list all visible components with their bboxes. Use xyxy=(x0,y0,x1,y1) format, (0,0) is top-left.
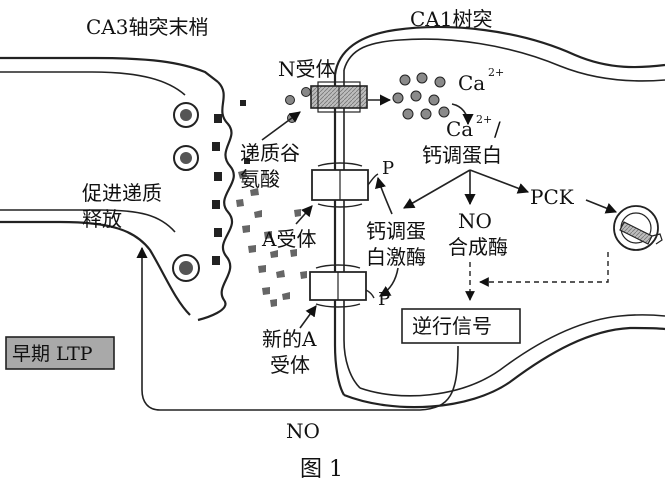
kinase-label-line2: 白激酶 xyxy=(366,245,426,269)
ca-ions-inside xyxy=(392,72,450,120)
kinase-label: 钙调蛋 xyxy=(366,219,426,243)
no-retrograde-label: NO xyxy=(286,419,320,443)
early-ltp-label: 早期 LTP xyxy=(12,343,93,365)
ca-complex-charge: 2+ xyxy=(476,113,492,126)
figure-caption: 图 1 xyxy=(300,457,343,482)
a-receptor xyxy=(311,162,379,208)
phosphate-upper: P xyxy=(382,158,394,179)
new-a-receptor xyxy=(309,264,375,308)
synthase-label: 合成酶 xyxy=(448,235,508,259)
vesicle xyxy=(173,102,199,128)
ca1-dendrite xyxy=(333,25,665,409)
new-a-receptor-label-line2: 受体 xyxy=(270,353,310,377)
promote-release-label-line2: 释放 xyxy=(82,207,122,231)
new-a-receptor-label: 新的A xyxy=(262,327,317,351)
n-receptor xyxy=(310,81,368,113)
a-receptor-label: A受体 xyxy=(261,227,316,251)
early-ltp-box xyxy=(5,336,115,370)
ca3-label: CA3轴突末梢 xyxy=(86,15,208,39)
pck-target-receptor xyxy=(613,205,663,251)
ca-complex-slash: / xyxy=(494,117,501,141)
ca-ion-label: Ca xyxy=(458,71,485,95)
ca-complex-label: Ca xyxy=(446,117,473,141)
retrograde-signal-label: 逆行信号 xyxy=(412,314,492,338)
glutamate-label-line2: 氨酸 xyxy=(240,167,280,191)
vesicle xyxy=(172,254,200,282)
pathway-arrows xyxy=(136,111,618,411)
calmodulin-label: 钙调蛋白 xyxy=(422,143,502,167)
dashed-paths xyxy=(465,252,609,301)
glutamate-particles xyxy=(236,170,307,307)
phosphate-lower: P xyxy=(378,289,390,310)
n-receptor-label: N受体 xyxy=(278,57,336,81)
synaptic-vesicles xyxy=(172,102,200,282)
ca-particles-outside xyxy=(285,87,311,123)
ca3-axon-terminal xyxy=(0,56,250,322)
no-product-label: NO xyxy=(458,209,492,233)
ca1-label: CA1树突 xyxy=(410,7,492,31)
ca-ion-charge: 2+ xyxy=(488,66,504,79)
retrograde-signal-box xyxy=(401,308,521,344)
promote-release-label: 促进递质 xyxy=(82,181,162,205)
vesicle xyxy=(173,145,199,171)
pck-label: PCK xyxy=(530,185,575,209)
glutamate-label: 递质谷 xyxy=(240,141,300,165)
